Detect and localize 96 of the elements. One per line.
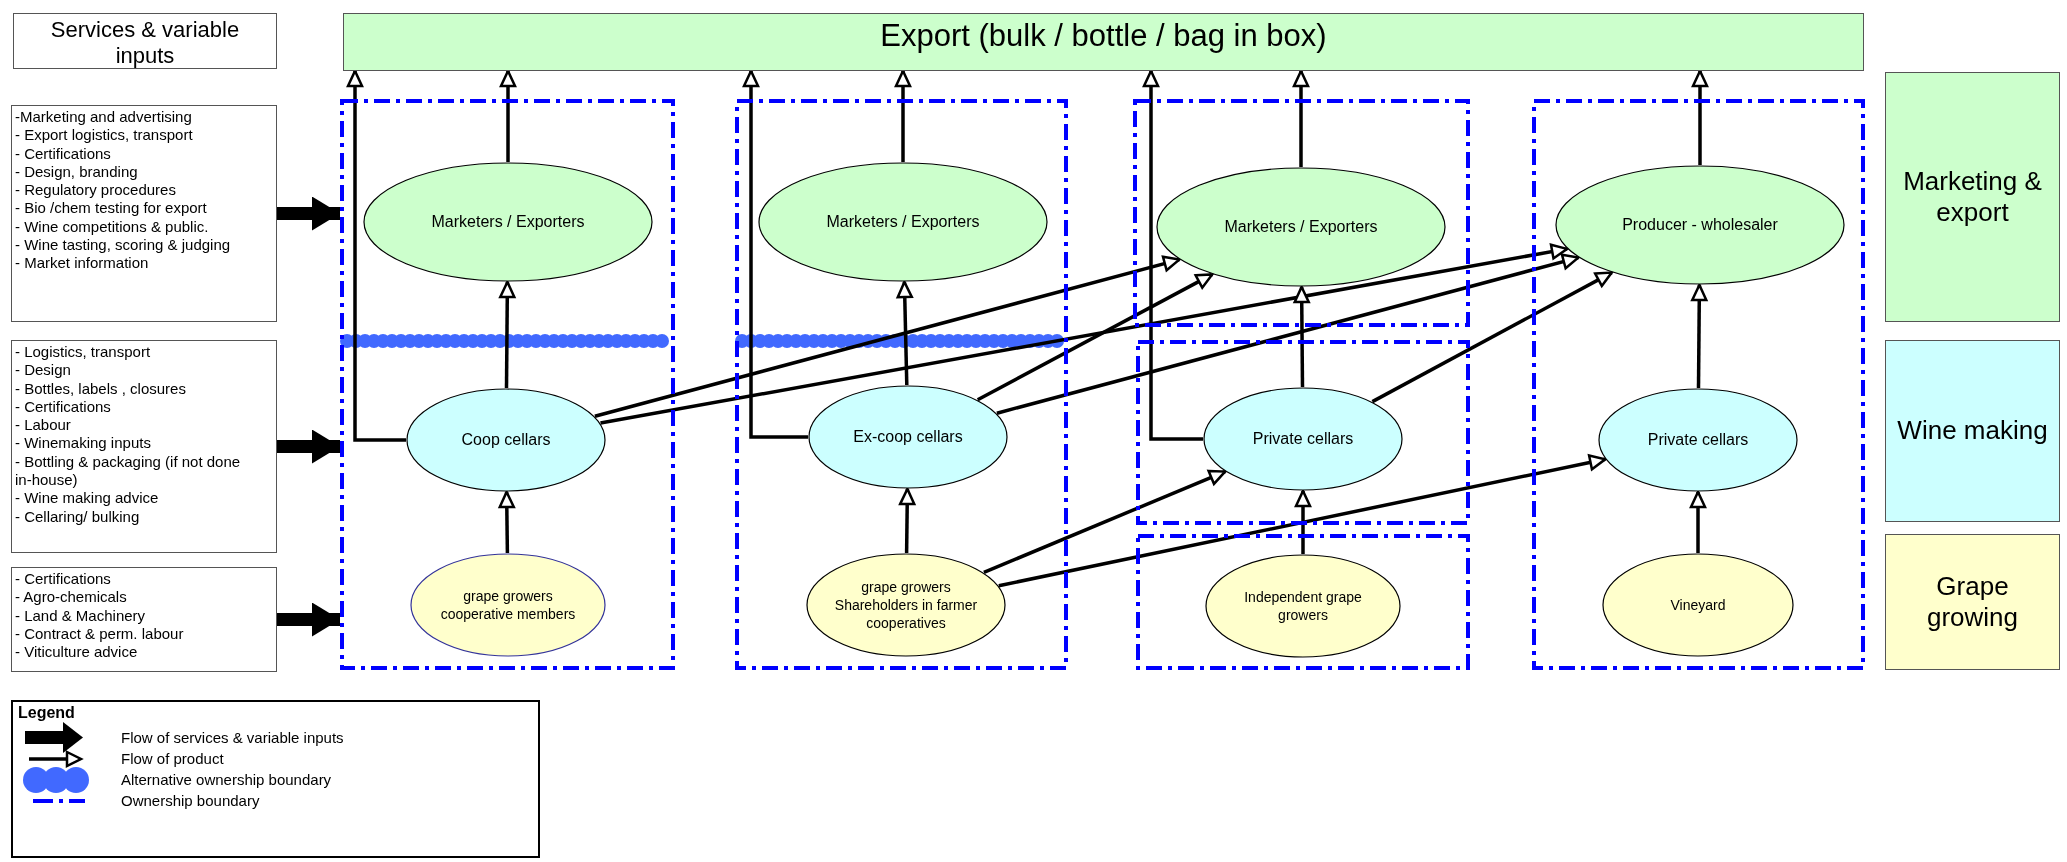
ownership-boundary (1136, 534, 1470, 670)
node-text: Vineyard (1669, 595, 1727, 615)
list-item: - Market information (15, 254, 150, 273)
list-item: - Viticulture advice (15, 643, 139, 662)
info-panel (11, 105, 277, 322)
ellipse-node (806, 553, 1006, 657)
stage-text: Marketing & export (1902, 165, 2043, 229)
list-item: - Bio /chem testing for export (15, 199, 208, 218)
list-item: - Wine tasting, scoring & judging (15, 236, 232, 255)
list-item: - Land & Machinery (15, 606, 147, 625)
arrow (499, 280, 516, 388)
arrow (896, 280, 913, 386)
list-item: - Bottles, labels , closures (15, 379, 187, 398)
list-item: - Design, branding (15, 162, 139, 182)
arrow (498, 490, 516, 554)
list-item: - Cellaring/ bulking (15, 507, 141, 526)
node-text: Producer - wholesaler (1621, 214, 1779, 235)
node-text: Coop cellars (460, 429, 552, 450)
arrow (1142, 69, 1203, 441)
legend-title: Legend (18, 704, 75, 722)
ownership-boundary (1133, 99, 1470, 327)
ellipse-node (1555, 165, 1845, 285)
node-text: Marketers / Exporters (825, 211, 981, 232)
ellipse-node (363, 162, 653, 282)
stage-panel (1885, 340, 2060, 522)
node-text: Independent grape growers (1243, 587, 1363, 625)
list-item: - Regulatory procedures (15, 181, 177, 200)
node-text: grape growers Shareholders in farmer cooperatives (833, 577, 979, 633)
arrow (499, 69, 517, 162)
arrow (1691, 283, 1708, 388)
stage-panel (1885, 534, 2060, 670)
ownership-boundary (735, 99, 1068, 670)
arrow (600, 243, 1569, 425)
arrow (998, 454, 1607, 588)
thick-arrow (277, 196, 340, 231)
stage-text: Grape growing (1925, 570, 2020, 634)
ellipse-node (758, 162, 1048, 282)
ellipse-node (1598, 388, 1798, 492)
export-banner (343, 13, 1864, 71)
list-item: - Certifications (15, 397, 112, 417)
list-item: - Export logistics, transport (15, 126, 194, 145)
arrow (1691, 69, 1709, 165)
legend-text: Alternative ownership boundary (121, 771, 332, 788)
arrow (1294, 489, 1312, 554)
list-item: - Design (15, 361, 72, 380)
arrow (742, 69, 808, 439)
legend-text: Flow of services & variable inputs (121, 729, 344, 746)
panel-text: Services & variable inputs (49, 17, 241, 70)
arrow (898, 487, 916, 554)
stage-text: Wine making (1896, 415, 2049, 447)
info-panel (11, 567, 277, 672)
stage-panel (1885, 72, 2060, 322)
node-text: Marketers / Exporters (430, 211, 586, 232)
node-text: Private cellars (1646, 429, 1750, 450)
node-text: Marketers / Exporters (1223, 216, 1379, 237)
arrow (1371, 271, 1613, 404)
ellipse-node (808, 385, 1008, 489)
arrow (976, 272, 1214, 402)
legend-text: Ownership boundary (121, 792, 260, 809)
info-panel (11, 340, 277, 553)
thick-arrow (277, 602, 340, 637)
arrow (996, 253, 1580, 415)
ellipse-node (410, 553, 606, 657)
list-item: - Wine competitions & public. (15, 217, 210, 237)
ellipse-node (1203, 387, 1403, 491)
arrow (1689, 490, 1707, 553)
list-item: - Agro-chemicals (15, 588, 128, 607)
ellipse-node (406, 388, 606, 492)
node-text: grape growers cooperative members (439, 586, 577, 624)
arrow (983, 469, 1227, 574)
ellipse-node (1205, 554, 1401, 658)
arrow (1292, 69, 1310, 167)
node-text: Private cellars (1251, 428, 1355, 449)
list-item: - Wine making advice (15, 489, 160, 508)
legend-text: Flow of product (121, 750, 224, 767)
node-text: Ex-coop cellars (852, 426, 964, 447)
ellipse-node (1156, 167, 1446, 287)
list-item: -Marketing and advertising (15, 108, 193, 127)
heading-panel (13, 13, 277, 69)
list-item: - Labour (15, 416, 72, 435)
arrow (1293, 285, 1310, 387)
ownership-boundary (1532, 99, 1865, 670)
list-item: - Certifications (15, 570, 112, 589)
list-item: - Contract & perm. labour (15, 624, 185, 644)
arrow (594, 255, 1181, 418)
ownership-boundary (1136, 340, 1470, 525)
thick-arrow (277, 429, 340, 464)
list-item: - Winemaking inputs (15, 434, 152, 453)
ownership-boundary (340, 99, 675, 670)
list-item: - Certifications (15, 144, 112, 163)
arrow (346, 69, 406, 442)
arrow (894, 69, 912, 162)
list-item: - Bottling & packaging (if not done in-house) (15, 452, 242, 490)
list-item: - Logistics, transport (15, 343, 152, 362)
banner-text: Export (bulk / bottle / bag in box) (879, 17, 1328, 55)
ellipse-node (1602, 553, 1794, 657)
